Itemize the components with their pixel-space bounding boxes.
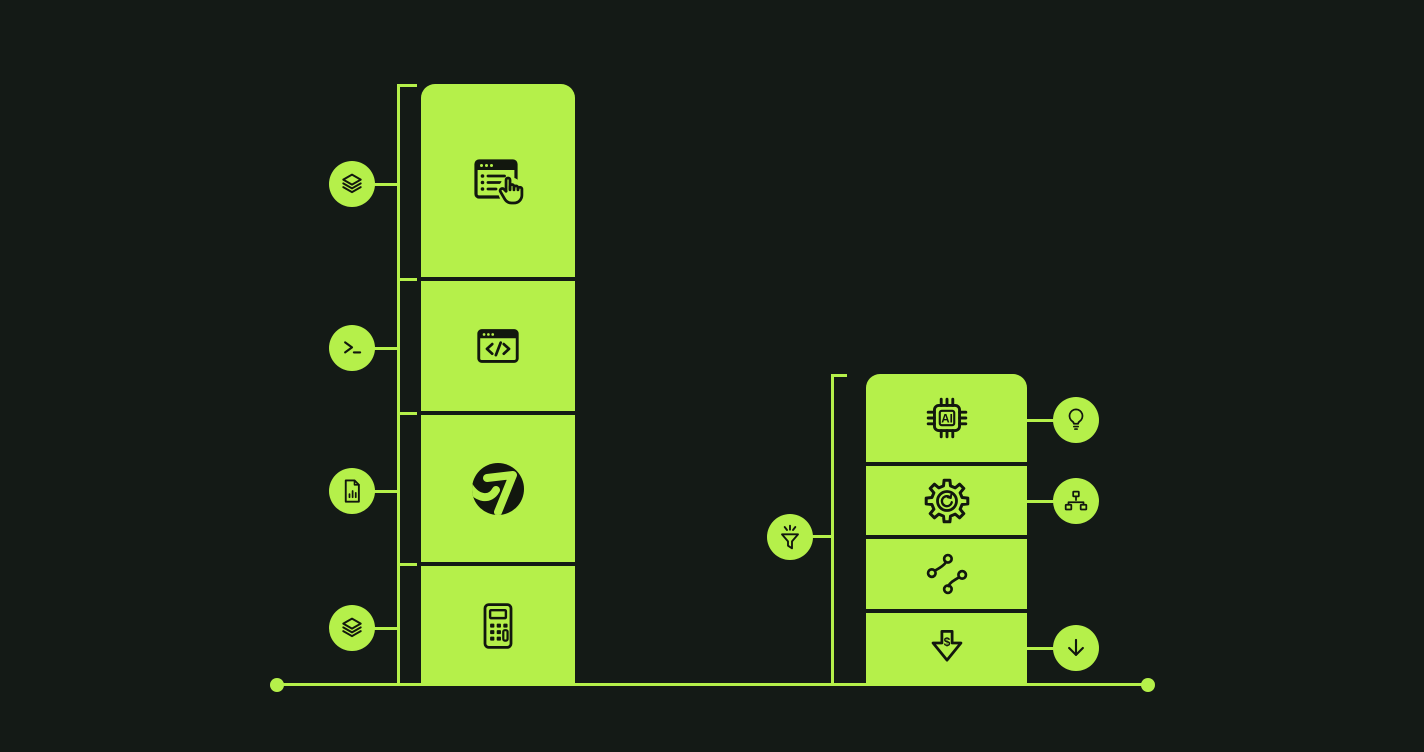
right-bracket-tick: [831, 374, 847, 377]
ai-chip-label: AI: [941, 413, 953, 425]
calculator-icon: [483, 602, 513, 649]
left-stack-segment-4: [421, 566, 575, 685]
right-stack-segment-4: $: [866, 613, 1027, 685]
left-badge-1: [329, 161, 375, 207]
layers-icon: [342, 617, 362, 638]
baseline-start-dot: [270, 678, 284, 692]
terminal-icon: [344, 341, 362, 354]
left-stack-segment-1: [421, 84, 575, 277]
left-bracket-line: [397, 84, 400, 685]
browser-form-click-icon: [474, 158, 524, 205]
connector: [372, 183, 398, 186]
left-bracket-tick: [397, 563, 417, 566]
branch-flow-icon: [926, 553, 967, 595]
left-bracket-tick: [397, 278, 417, 281]
connector: [1027, 419, 1054, 422]
funnel-sparkle-icon: [781, 524, 799, 550]
left-stack-segment-3: [421, 415, 575, 562]
gear-sync-icon: [924, 478, 969, 523]
ai-chip-icon: AI: [926, 397, 967, 439]
code-window-icon: [477, 329, 519, 363]
right-stack-segment-3: [866, 539, 1027, 609]
right-badge-2: [1053, 478, 1099, 524]
dollar-symbol: $: [943, 635, 950, 649]
dollar-down-arrow-icon: $: [931, 629, 962, 662]
right-stack-segment-1: AI: [866, 374, 1027, 462]
right-badge-3: [1053, 625, 1099, 671]
left-bracket-tick: [397, 84, 417, 87]
connector: [1027, 500, 1054, 503]
left-stack-segment-2: [421, 281, 575, 411]
connector: [1027, 647, 1054, 650]
connector: [810, 535, 832, 538]
down-arrow-icon: [1068, 638, 1084, 656]
funnel-badge: [767, 514, 813, 560]
baseline: [277, 683, 1148, 686]
hierarchy-icon: [1064, 490, 1088, 511]
connector: [372, 490, 398, 493]
logo-badge-icon: [472, 462, 524, 515]
connector: [372, 627, 398, 630]
right-bracket-line: [831, 374, 834, 685]
layers-icon: [342, 173, 362, 194]
document-chart-icon: [344, 479, 360, 503]
right-badge-1: [1053, 397, 1099, 443]
lightbulb-icon: [1068, 408, 1084, 430]
connector: [372, 347, 398, 350]
left-badge-3: [329, 468, 375, 514]
left-badge-4: [329, 605, 375, 651]
left-badge-2: [329, 325, 375, 371]
left-bracket-tick: [397, 412, 417, 415]
right-stack-segment-2: [866, 466, 1027, 535]
baseline-end-dot: [1141, 678, 1155, 692]
